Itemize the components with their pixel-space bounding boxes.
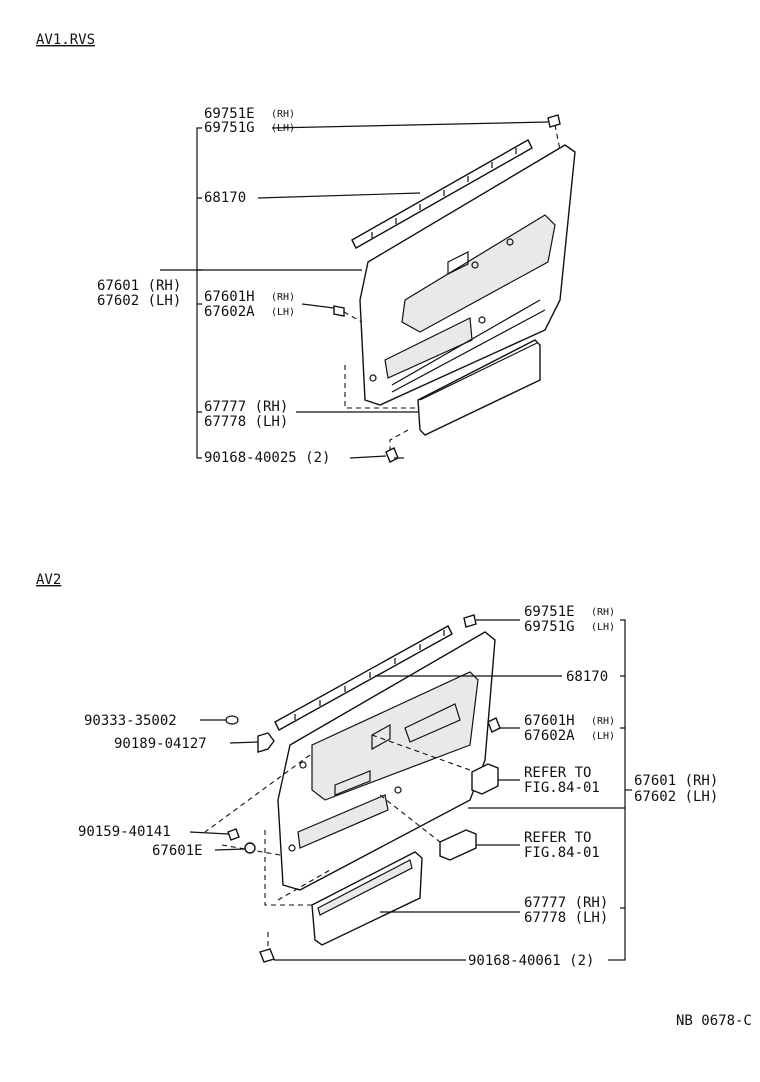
- av1-clip-rh-side: (RH): [271, 109, 295, 120]
- av1-drawing: [160, 114, 576, 463]
- av1-sub-lh-side: (LH): [271, 307, 295, 318]
- av1-armrest-recess: [401, 214, 556, 333]
- av1-bracket: [196, 127, 202, 459]
- av2-clip: [463, 614, 477, 628]
- av2-board-rh-number: 67601 (RH): [634, 773, 718, 789]
- av1-board-rh-number: 67601 (RH): [97, 278, 181, 294]
- av2-nut-number: 90189-04127: [114, 736, 207, 752]
- av1-sub-lh-number: 67602A: [204, 304, 255, 320]
- av1-pocket-rh-number: 67777 (RH): [204, 399, 288, 415]
- av2-nut: [257, 732, 275, 753]
- av1-pocket: [417, 339, 541, 436]
- drawing-code: NB 0678-C: [676, 1013, 752, 1029]
- av2-screw-number: 90168-40061 (2): [468, 953, 594, 969]
- av2-screw: [259, 948, 275, 963]
- av2-sub-clip: [487, 717, 501, 733]
- section-title-av1: AV1.RVS: [36, 32, 95, 48]
- av1-sub-clip: [333, 305, 345, 317]
- av2-pocket-rh-number: 67777 (RH): [524, 895, 608, 911]
- av1-screw-number: 90168-40025 (2): [204, 450, 330, 466]
- av2-drawing: [189, 614, 632, 963]
- av1-sub-rh-number: 67601H: [204, 289, 255, 305]
- av1-pocket-lh-number: 67778 (LH): [204, 414, 288, 430]
- av2-clip-rh-side: (RH): [591, 607, 615, 618]
- av2-weatherstrip: [274, 625, 453, 731]
- av2-ring: [225, 715, 239, 725]
- av2-sub-rh-number: 67601H: [524, 713, 575, 729]
- av1-sub-rh-side: (RH): [271, 292, 295, 303]
- av2-refer2-line2: FIG.84-01: [524, 845, 600, 861]
- av2-refer2-line1: REFER TO: [524, 830, 591, 846]
- av2-cap-number: 67601E: [152, 843, 203, 859]
- av2-clip-rh-number: 69751E: [524, 604, 575, 620]
- av2-cap: [244, 842, 256, 854]
- av2-sub-rh-side: (RH): [591, 716, 615, 727]
- av2-switch-bezel-1: [471, 763, 499, 795]
- av2-clip-lh-side: (LH): [591, 622, 615, 633]
- av2-sub-lh-number: 67602A: [524, 728, 575, 744]
- av1-clip-lh-side: (LH): [271, 123, 295, 134]
- av1-clip-rh-number: 69751E: [204, 106, 255, 122]
- av2-bracket: [620, 619, 626, 961]
- av2-small-screw: [227, 828, 240, 841]
- av2-sub-lh-side: (LH): [591, 731, 615, 742]
- av2-clip-lh-number: 69751G: [524, 619, 575, 635]
- av2-switch-bezel-2: [439, 829, 477, 861]
- av2-refer1-line1: REFER TO: [524, 765, 591, 781]
- av2-ring-number: 90333-35002: [84, 713, 177, 729]
- av1-board-lh-number: 67602 (LH): [97, 293, 181, 309]
- av2-board-lh-number: 67602 (LH): [634, 789, 718, 805]
- av2-refer1-line2: FIG.84-01: [524, 780, 600, 796]
- av1-clip: [547, 114, 561, 128]
- av2-pocket-lh-number: 67778 (LH): [524, 910, 608, 926]
- av1-clip-lh-number: 69751G: [204, 120, 255, 136]
- section-title-av2: AV2: [36, 572, 61, 588]
- av1-weatherstrip-number: 68170: [204, 190, 246, 206]
- av1-weatherstrip: [351, 139, 533, 249]
- av2-armrest-recess: [311, 671, 479, 801]
- av2-small-screw-number: 90159-40141: [78, 824, 171, 840]
- av1-screw: [385, 447, 399, 463]
- av2-weatherstrip-number: 68170: [566, 669, 608, 685]
